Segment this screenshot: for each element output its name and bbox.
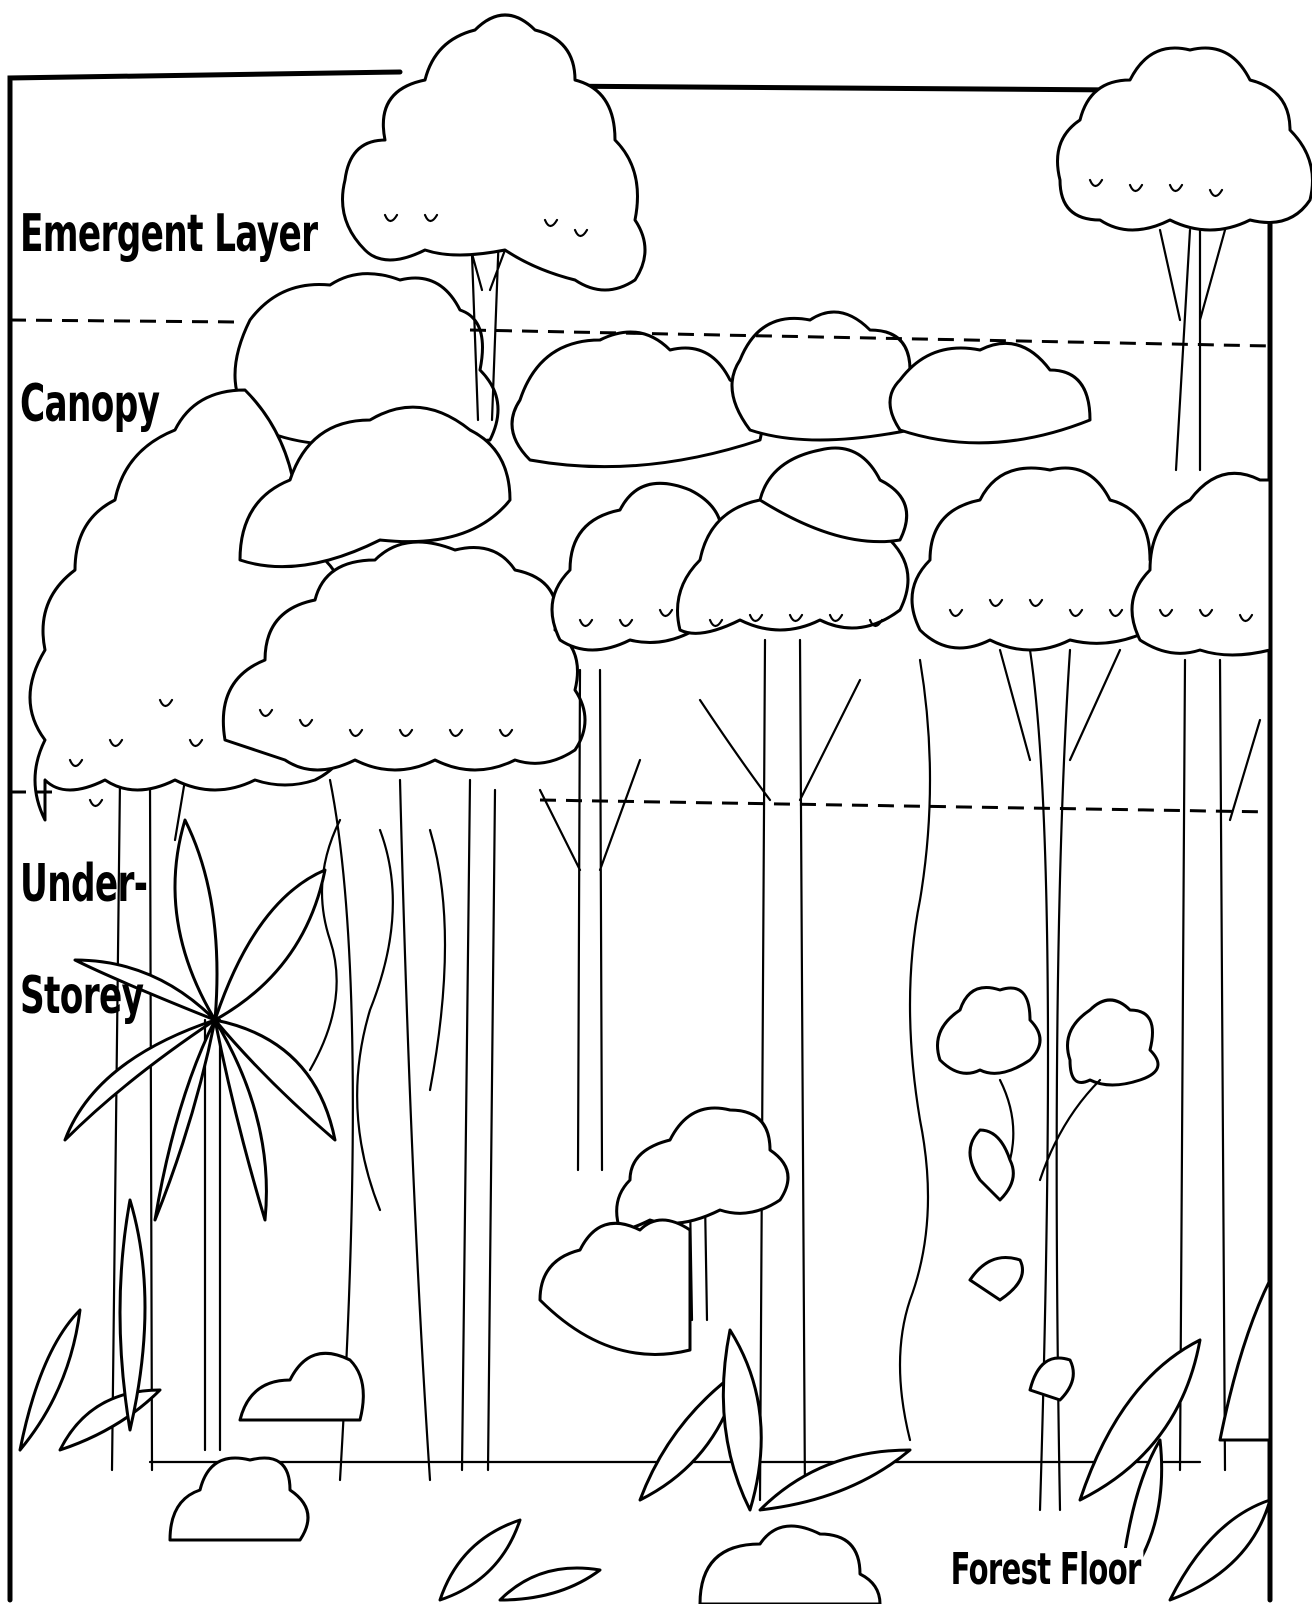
label-forest-floor: Forest Floor [948,1548,1143,1592]
canopy-tree-right-center [678,448,909,1500]
label-canopy: Canopy [20,378,159,430]
canopy-tree-right [900,468,1165,1510]
divider-canopy-understorey [10,792,1270,812]
diagram-frame [10,72,1270,1600]
label-understorey-line2: Storey [20,970,143,1022]
label-emergent-layer: Emergent Layer [20,208,317,260]
label-understorey-line1: Under- [20,858,147,910]
emergent-tree-right [1058,48,1312,470]
understorey-palm [65,820,335,1450]
canopy-tree-far-right [1132,473,1270,1470]
